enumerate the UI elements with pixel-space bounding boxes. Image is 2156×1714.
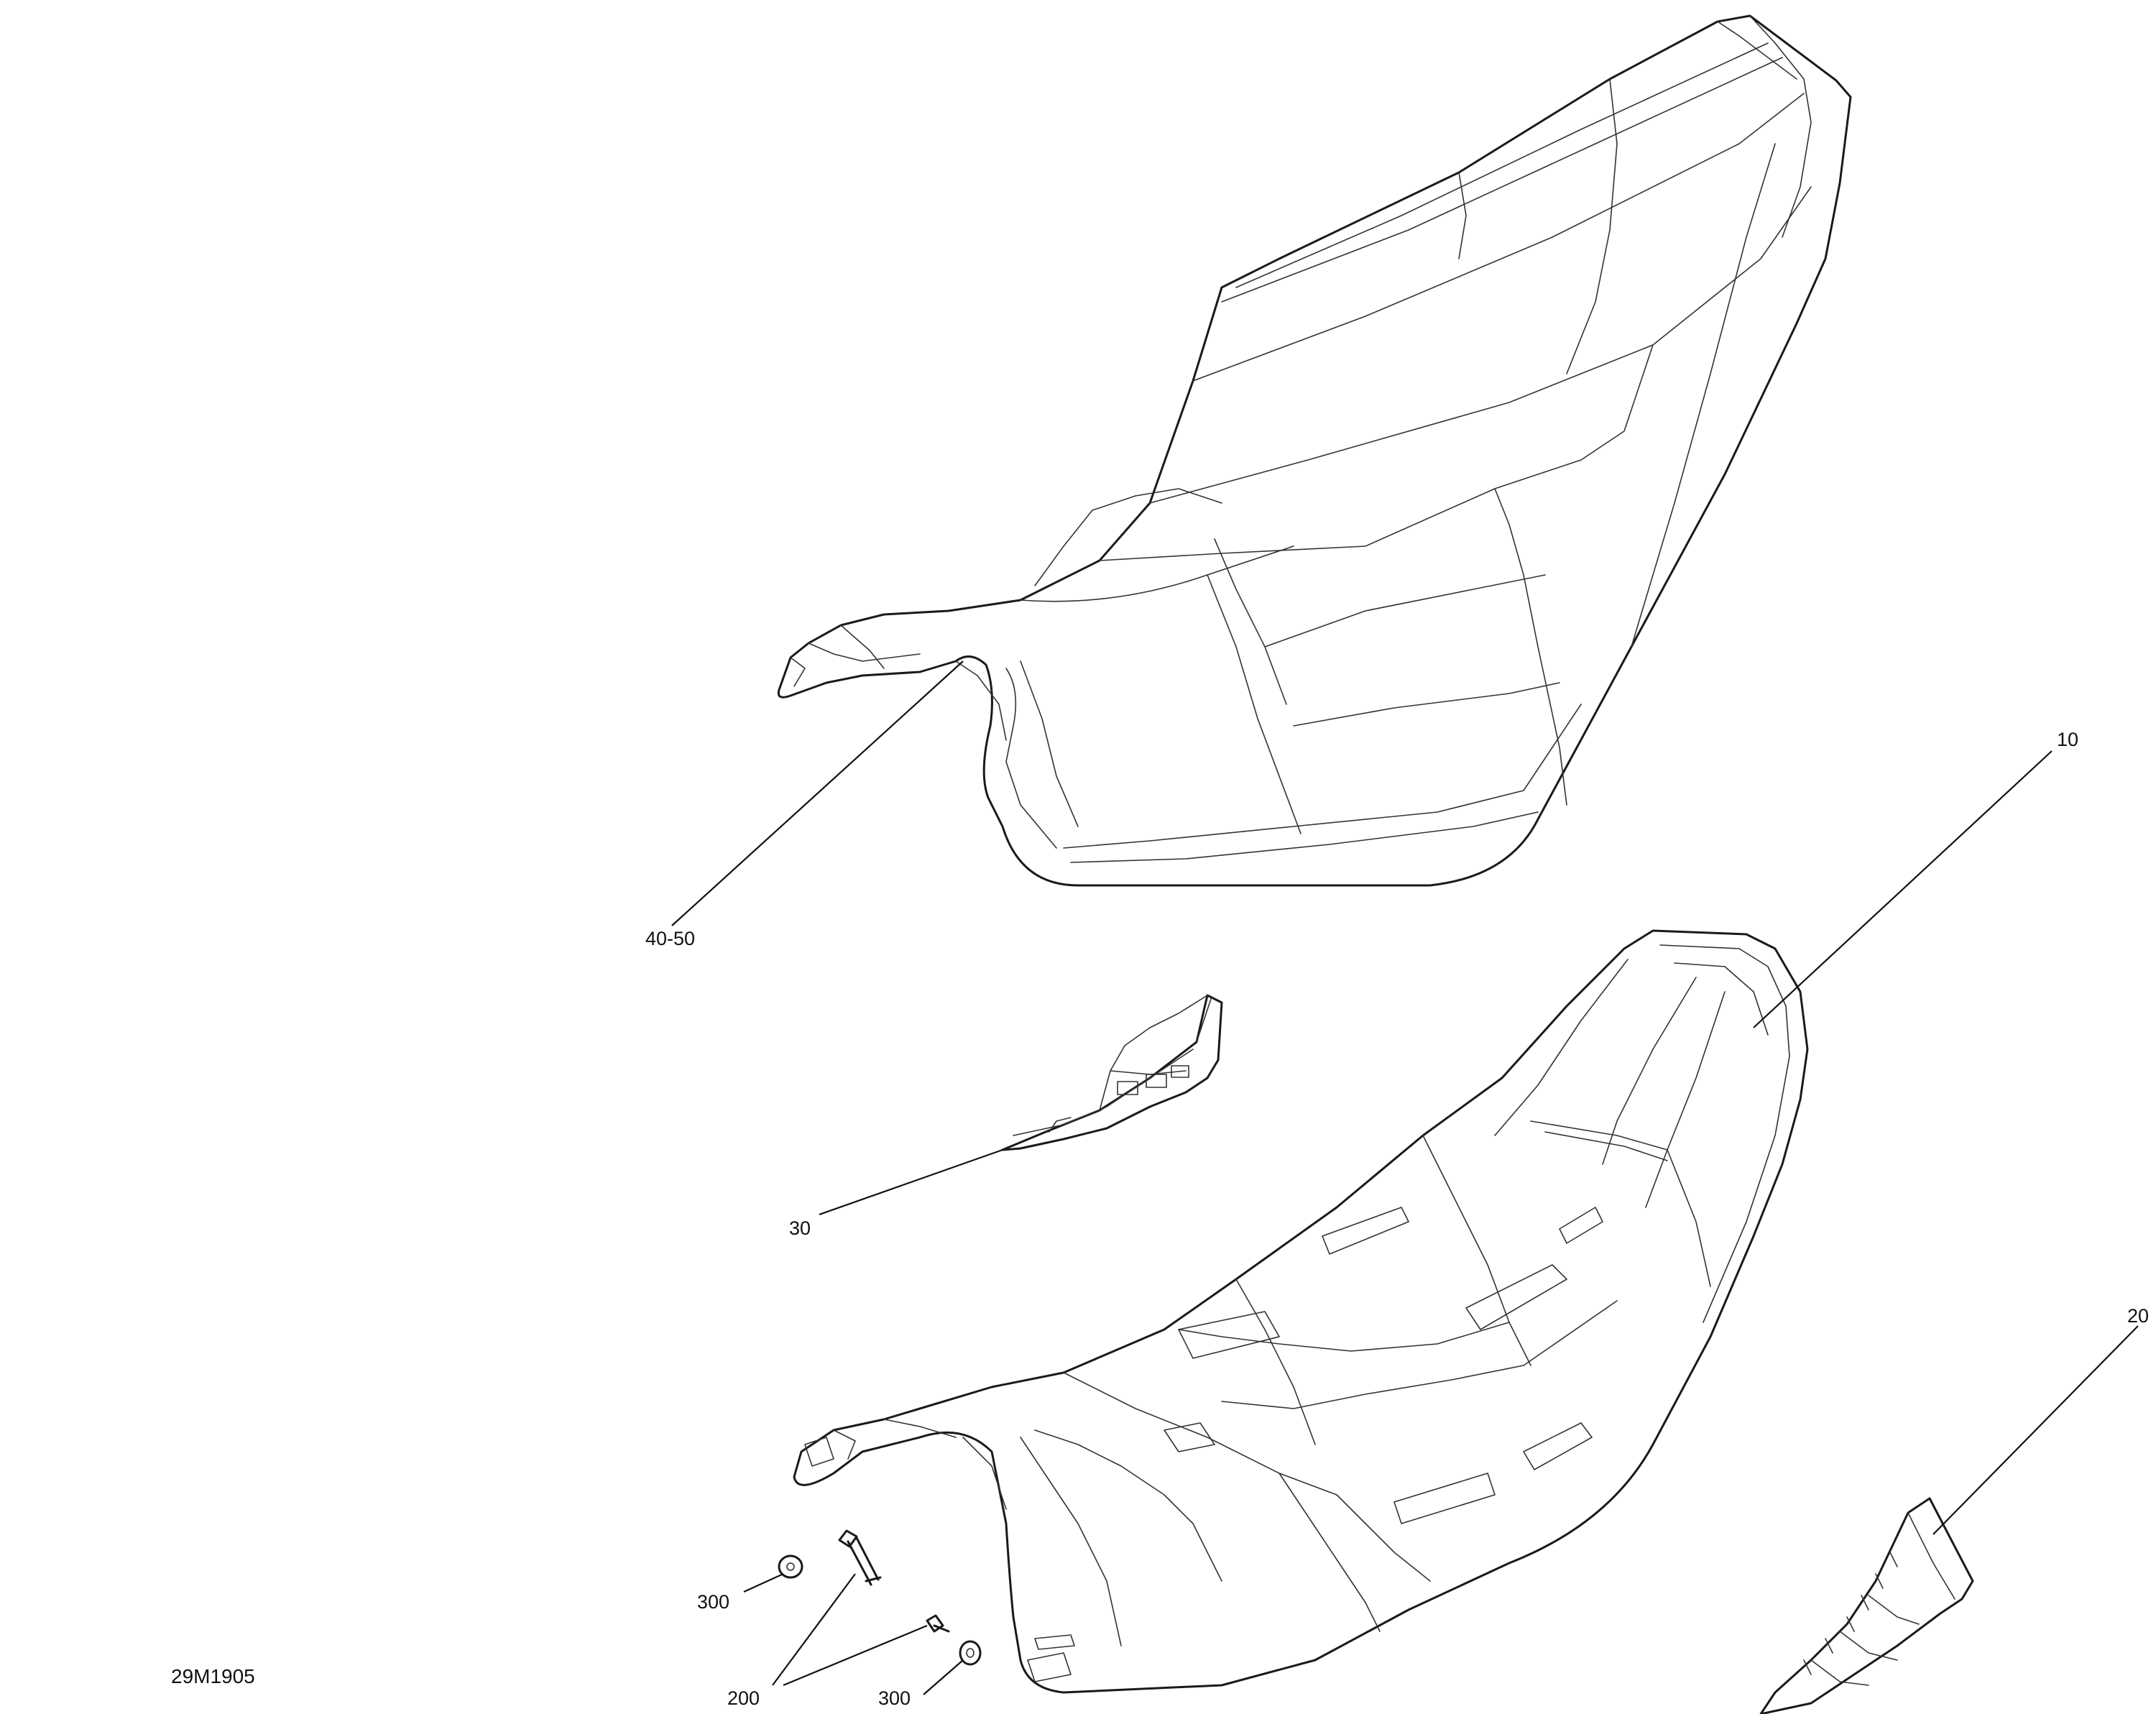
seat-cushion-part — [777, 14, 1852, 887]
washer-left-part — [778, 1554, 803, 1579]
washer-right-part — [959, 1640, 982, 1666]
callout-seat-cover: 40-50 — [645, 928, 695, 949]
rear-cover-part — [1759, 1497, 1974, 1714]
leader-screw-a — [772, 1573, 856, 1686]
leader-seat-cover — [671, 660, 964, 926]
leader-screw-b — [783, 1624, 928, 1687]
leader-rear-cover — [1932, 1325, 2139, 1535]
callout-screw: 200 — [727, 1687, 760, 1709]
callout-washer-right: 300 — [878, 1687, 911, 1709]
leader-washer-left — [743, 1572, 784, 1593]
bracket-part — [1001, 994, 1223, 1151]
callout-seat-base: 10 — [2057, 729, 2078, 750]
leader-washer-right — [923, 1659, 964, 1695]
screw-small-part — [926, 1614, 950, 1633]
leader-seat-base — [1753, 750, 2053, 1028]
leader-bracket — [819, 1148, 1003, 1216]
callout-bracket: 30 — [789, 1217, 811, 1239]
drawing-code: 29M1905 — [171, 1665, 255, 1687]
screw-part — [838, 1529, 882, 1586]
callout-washer-left: 300 — [697, 1591, 729, 1613]
callout-rear-cover: 20 — [2127, 1305, 2149, 1327]
seat-base-part — [793, 929, 1809, 1694]
